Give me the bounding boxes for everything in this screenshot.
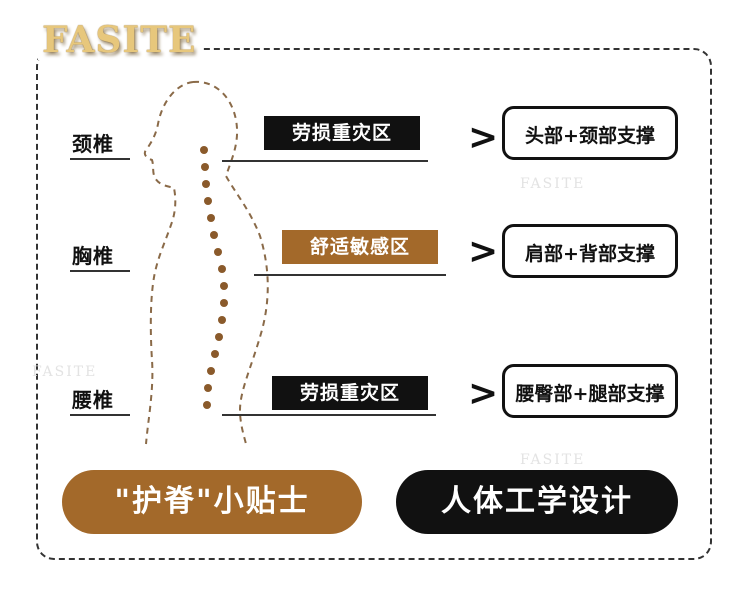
watermark: FASITE — [520, 452, 586, 468]
label-thoracic: 胸椎 — [72, 244, 114, 268]
label-underline — [70, 270, 130, 272]
arrow-icon: > — [468, 373, 499, 414]
ergonomic-pill: 人体工学设计 — [396, 470, 678, 534]
label-underline — [70, 414, 130, 416]
watermark: FASITE — [32, 364, 98, 380]
label-cervical: 颈椎 — [72, 132, 114, 156]
arrow-icon: > — [468, 231, 499, 272]
brand-logo: FASITE — [38, 20, 201, 60]
body-outline-back — [192, 80, 269, 445]
pointer-line — [222, 160, 428, 162]
pointer-line — [254, 274, 446, 276]
tag-lumbar: 劳损重灾区 — [272, 376, 428, 410]
support-cervical: 头部+颈部支撑 — [502, 106, 678, 160]
spine-dots — [200, 146, 228, 409]
arrow-icon: > — [468, 117, 499, 158]
dashed-frame — [36, 48, 712, 560]
support-lumbar: 腰臀部+腿部支撑 — [502, 364, 678, 418]
pointer-line — [222, 414, 436, 416]
body-outline-front — [143, 81, 194, 445]
watermark: FASITE — [520, 176, 586, 192]
label-underline — [70, 158, 130, 160]
tag-cervical: 劳损重灾区 — [264, 116, 420, 150]
label-lumbar: 腰椎 — [72, 388, 114, 412]
tips-pill: "护脊"小贴士 — [62, 470, 362, 534]
support-thoracic: 肩部+背部支撑 — [502, 224, 678, 278]
tag-thoracic: 舒适敏感区 — [282, 230, 438, 264]
